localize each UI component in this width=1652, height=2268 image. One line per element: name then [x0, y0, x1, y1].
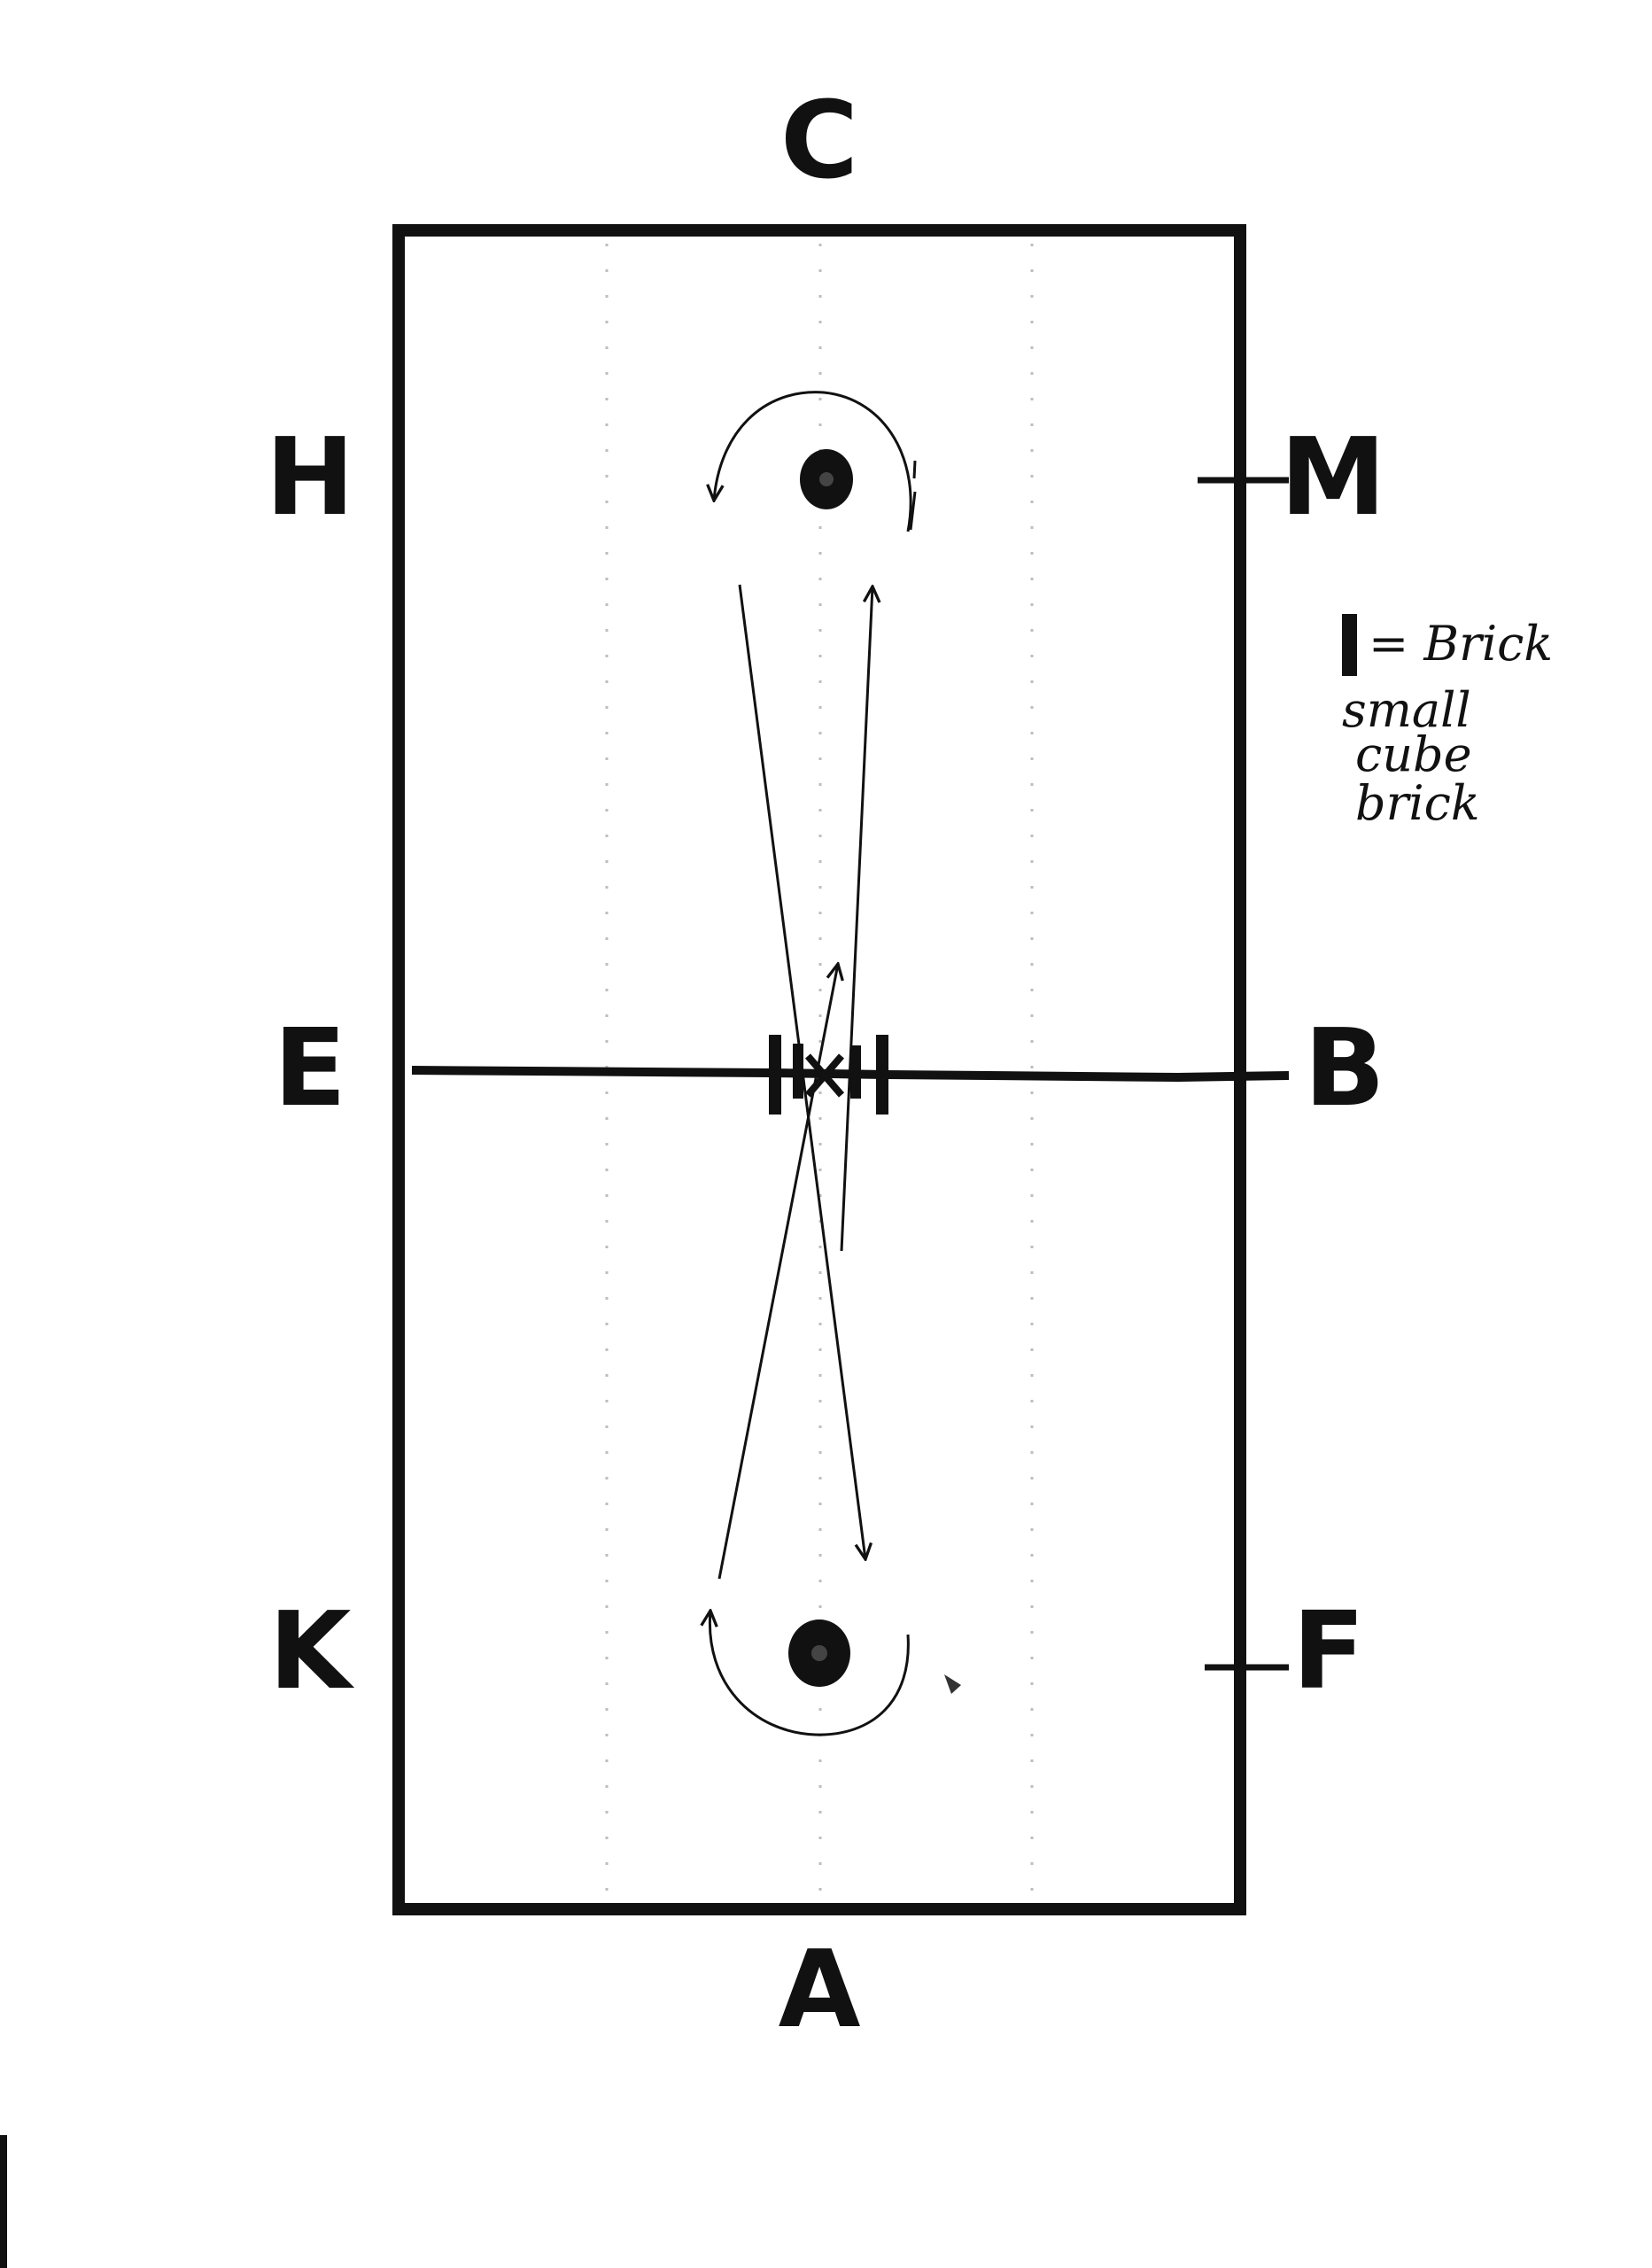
letter-f: F [1292, 1590, 1365, 1713]
letter-k: K [269, 1590, 355, 1713]
letter-a: A [779, 1929, 861, 2052]
legend-note-cube: cube [1355, 726, 1472, 782]
letter-b: B [1304, 1007, 1384, 1130]
letter-e: E [274, 1007, 346, 1130]
path-line-bottom-to-top [717, 964, 838, 1580]
brick-right-inner [850, 1045, 861, 1099]
page-edge-mark [0, 2135, 7, 2268]
top-circle-arrow [714, 391, 912, 532]
stray-mark [944, 1674, 961, 1694]
letter-c: C [780, 80, 858, 203]
brick-right-outer [876, 1035, 888, 1115]
letter-h: H [266, 416, 354, 540]
legend-brick-symbol [1342, 614, 1357, 676]
path-line-center-to-top [840, 586, 873, 1252]
top-cone-center [819, 472, 834, 486]
brick-left-outer [769, 1035, 781, 1115]
letter-m: M [1280, 416, 1385, 540]
legend-note-brick: brick [1355, 775, 1480, 831]
legend-note-small: small [1342, 682, 1471, 738]
path-line-top-to-bottom [738, 584, 865, 1559]
legend-brick-label: = Brick [1369, 616, 1553, 672]
top-circle-dash [909, 460, 917, 531]
arena-outline [392, 224, 1246, 1915]
bottom-cone-center [811, 1645, 827, 1661]
bottom-circle-arrow [710, 1611, 910, 1736]
